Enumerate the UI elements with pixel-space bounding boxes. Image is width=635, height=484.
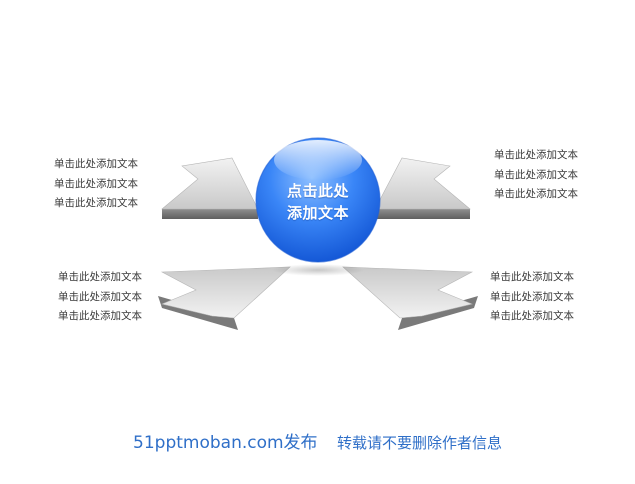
- footer-notice: 转载请不要删除作者信息: [336, 434, 502, 452]
- center-label-line2: 添加文本: [286, 204, 349, 222]
- text-block-bottom-left[interactable]: 单击此处添加文本 单击此处添加文本 单击此处添加文本: [58, 268, 168, 327]
- text-line: 单击此处添加文本: [54, 158, 138, 170]
- text-line: 单击此处添加文本: [58, 290, 142, 303]
- arrow-top-left-icon: [161, 157, 259, 219]
- text-line: 单击此处添加文本: [490, 290, 574, 303]
- text-line: 单击此处添加文本: [494, 188, 578, 200]
- sphere-icon: [255, 137, 381, 276]
- text-line: 单击此处添加文本: [58, 271, 142, 283]
- text-line: 单击此处添加文本: [54, 177, 138, 190]
- text-block-top-right[interactable]: 单击此处添加文本 单击此处添加文本 单击此处添加文本: [494, 146, 604, 205]
- text-block-top-left[interactable]: 单击此处添加文本 单击此处添加文本 单击此处添加文本: [54, 155, 164, 214]
- arrow-bottom-left-icon: [158, 266, 291, 330]
- text-line: 单击此处添加文本: [494, 149, 578, 161]
- center-label-line1: 点击此处: [286, 182, 349, 200]
- text-line: 单击此处添加文本: [58, 310, 142, 322]
- center-label[interactable]: 点击此处 添加文本: [256, 180, 380, 224]
- footer: 51pptmoban.com发布 转载请不要删除作者信息: [0, 428, 635, 453]
- footer-site[interactable]: 51pptmoban.com发布: [133, 433, 318, 453]
- text-block-bottom-right[interactable]: 单击此处添加文本 单击此处添加文本 单击此处添加文本: [490, 268, 600, 327]
- text-line: 单击此处添加文本: [494, 168, 578, 181]
- text-line: 单击此处添加文本: [54, 197, 138, 209]
- arrow-bottom-right-icon: [342, 266, 478, 330]
- arrow-top-right-icon: [374, 157, 471, 219]
- text-line: 单击此处添加文本: [490, 271, 574, 283]
- text-line: 单击此处添加文本: [490, 310, 574, 322]
